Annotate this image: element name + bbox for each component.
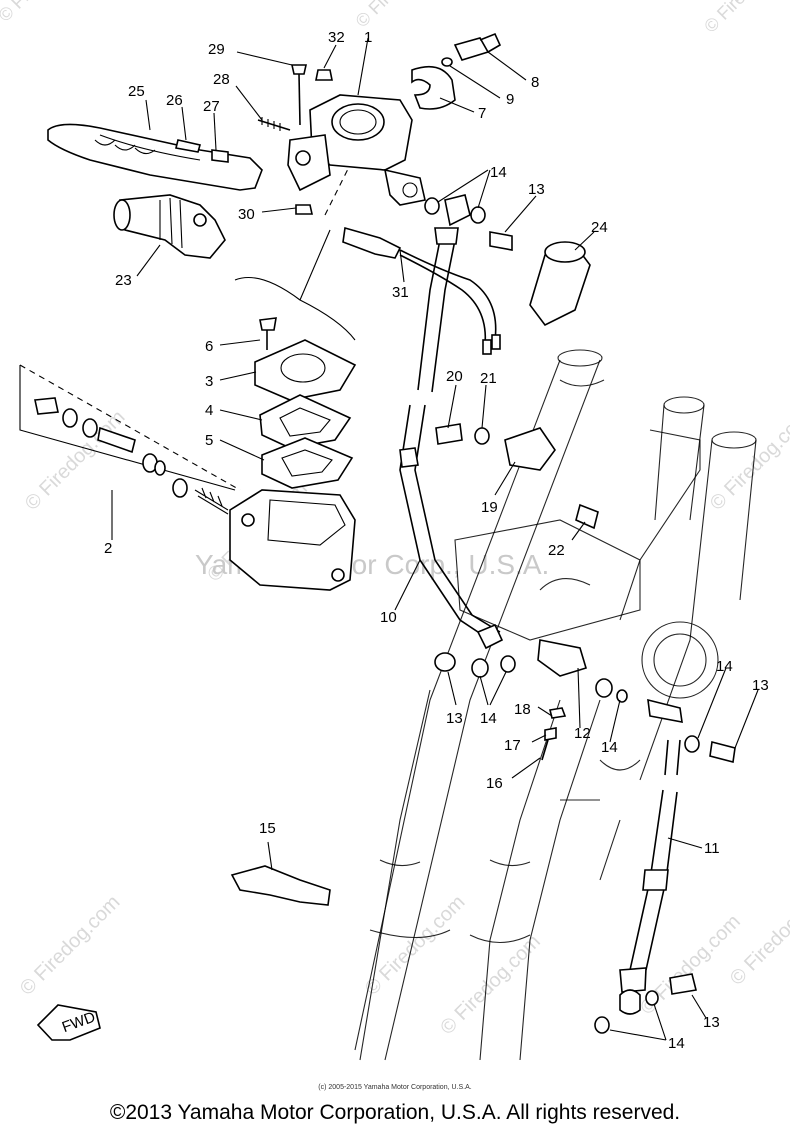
part-label: 6 xyxy=(205,338,213,355)
watermark-firedog: © Firedog.com xyxy=(436,931,545,1040)
leader-lines xyxy=(111,37,759,1041)
brake-joint xyxy=(230,423,736,1034)
part-label: 2 xyxy=(104,540,112,557)
part-label: 13 xyxy=(703,1014,720,1031)
part-label: 5 xyxy=(205,432,213,449)
part-label: 19 xyxy=(481,499,498,516)
brake-hoses xyxy=(399,227,681,1015)
part-label: 14 xyxy=(668,1035,685,1052)
part-label: 25 xyxy=(128,83,145,100)
part-label: 4 xyxy=(205,402,213,419)
part-label: 17 xyxy=(504,737,521,754)
watermark-firedog: © Firedog.com xyxy=(0,0,92,26)
throttle-grip xyxy=(113,194,226,259)
part-label: 31 xyxy=(392,284,409,301)
footer-copyright: ©2013 Yamaha Motor Corporation, U.S.A. A… xyxy=(109,1101,681,1124)
part-label: 13 xyxy=(446,710,463,727)
part-label: 9 xyxy=(506,91,514,108)
part-label: 18 xyxy=(514,701,531,718)
master-cylinder xyxy=(175,32,591,355)
part-label: 15 xyxy=(259,820,276,837)
part-label: 14 xyxy=(601,739,618,756)
part-label: 3 xyxy=(205,373,213,390)
part-label: 11 xyxy=(704,840,720,857)
part-label: 28 xyxy=(213,71,230,88)
part-label: 24 xyxy=(591,219,608,236)
watermark-firedog: © Firedog.com xyxy=(16,891,125,1000)
part-labels: 1 2 3 4 5 6 7 8 9 10 11 12 13 13 13 13 1… xyxy=(104,29,769,1052)
part-label: 21 xyxy=(480,370,497,387)
fwd-arrow: FWD xyxy=(36,1004,101,1041)
part-label: 7 xyxy=(478,105,486,122)
watermark-firedog: © Firedog.com xyxy=(352,0,450,31)
part-label: 23 xyxy=(115,272,132,289)
watermark-firedog: © Firedog.com xyxy=(706,406,790,515)
part-label: 14 xyxy=(480,710,497,727)
master-cylinder-internals xyxy=(34,317,357,591)
part-label: 32 xyxy=(328,29,345,46)
part-label: 13 xyxy=(752,677,769,694)
part-label: 22 xyxy=(548,542,565,559)
watermark-firedog: © Firedog.com xyxy=(726,881,790,990)
watermark-firedog: © Firedog.com xyxy=(700,0,790,37)
part-label: 27 xyxy=(203,98,220,115)
brake-lever xyxy=(47,123,263,191)
part-label: 14 xyxy=(490,164,507,181)
part-label: 16 xyxy=(486,775,503,792)
part-label: 12 xyxy=(574,725,591,742)
part-label: 26 xyxy=(166,92,183,109)
part-label: 20 xyxy=(446,368,463,385)
fork-and-frame xyxy=(354,349,757,1061)
part-label: 29 xyxy=(208,41,225,58)
part-label: 13 xyxy=(528,181,545,198)
part-label: 8 xyxy=(531,74,539,91)
part-label: 10 xyxy=(380,609,397,626)
small-copyright: (c) 2005-2015 Yamaha Motor Corporation, … xyxy=(318,1084,472,1091)
part-label: 1 xyxy=(364,29,372,46)
part-label: 30 xyxy=(238,206,255,223)
part-label: 14 xyxy=(716,658,733,675)
